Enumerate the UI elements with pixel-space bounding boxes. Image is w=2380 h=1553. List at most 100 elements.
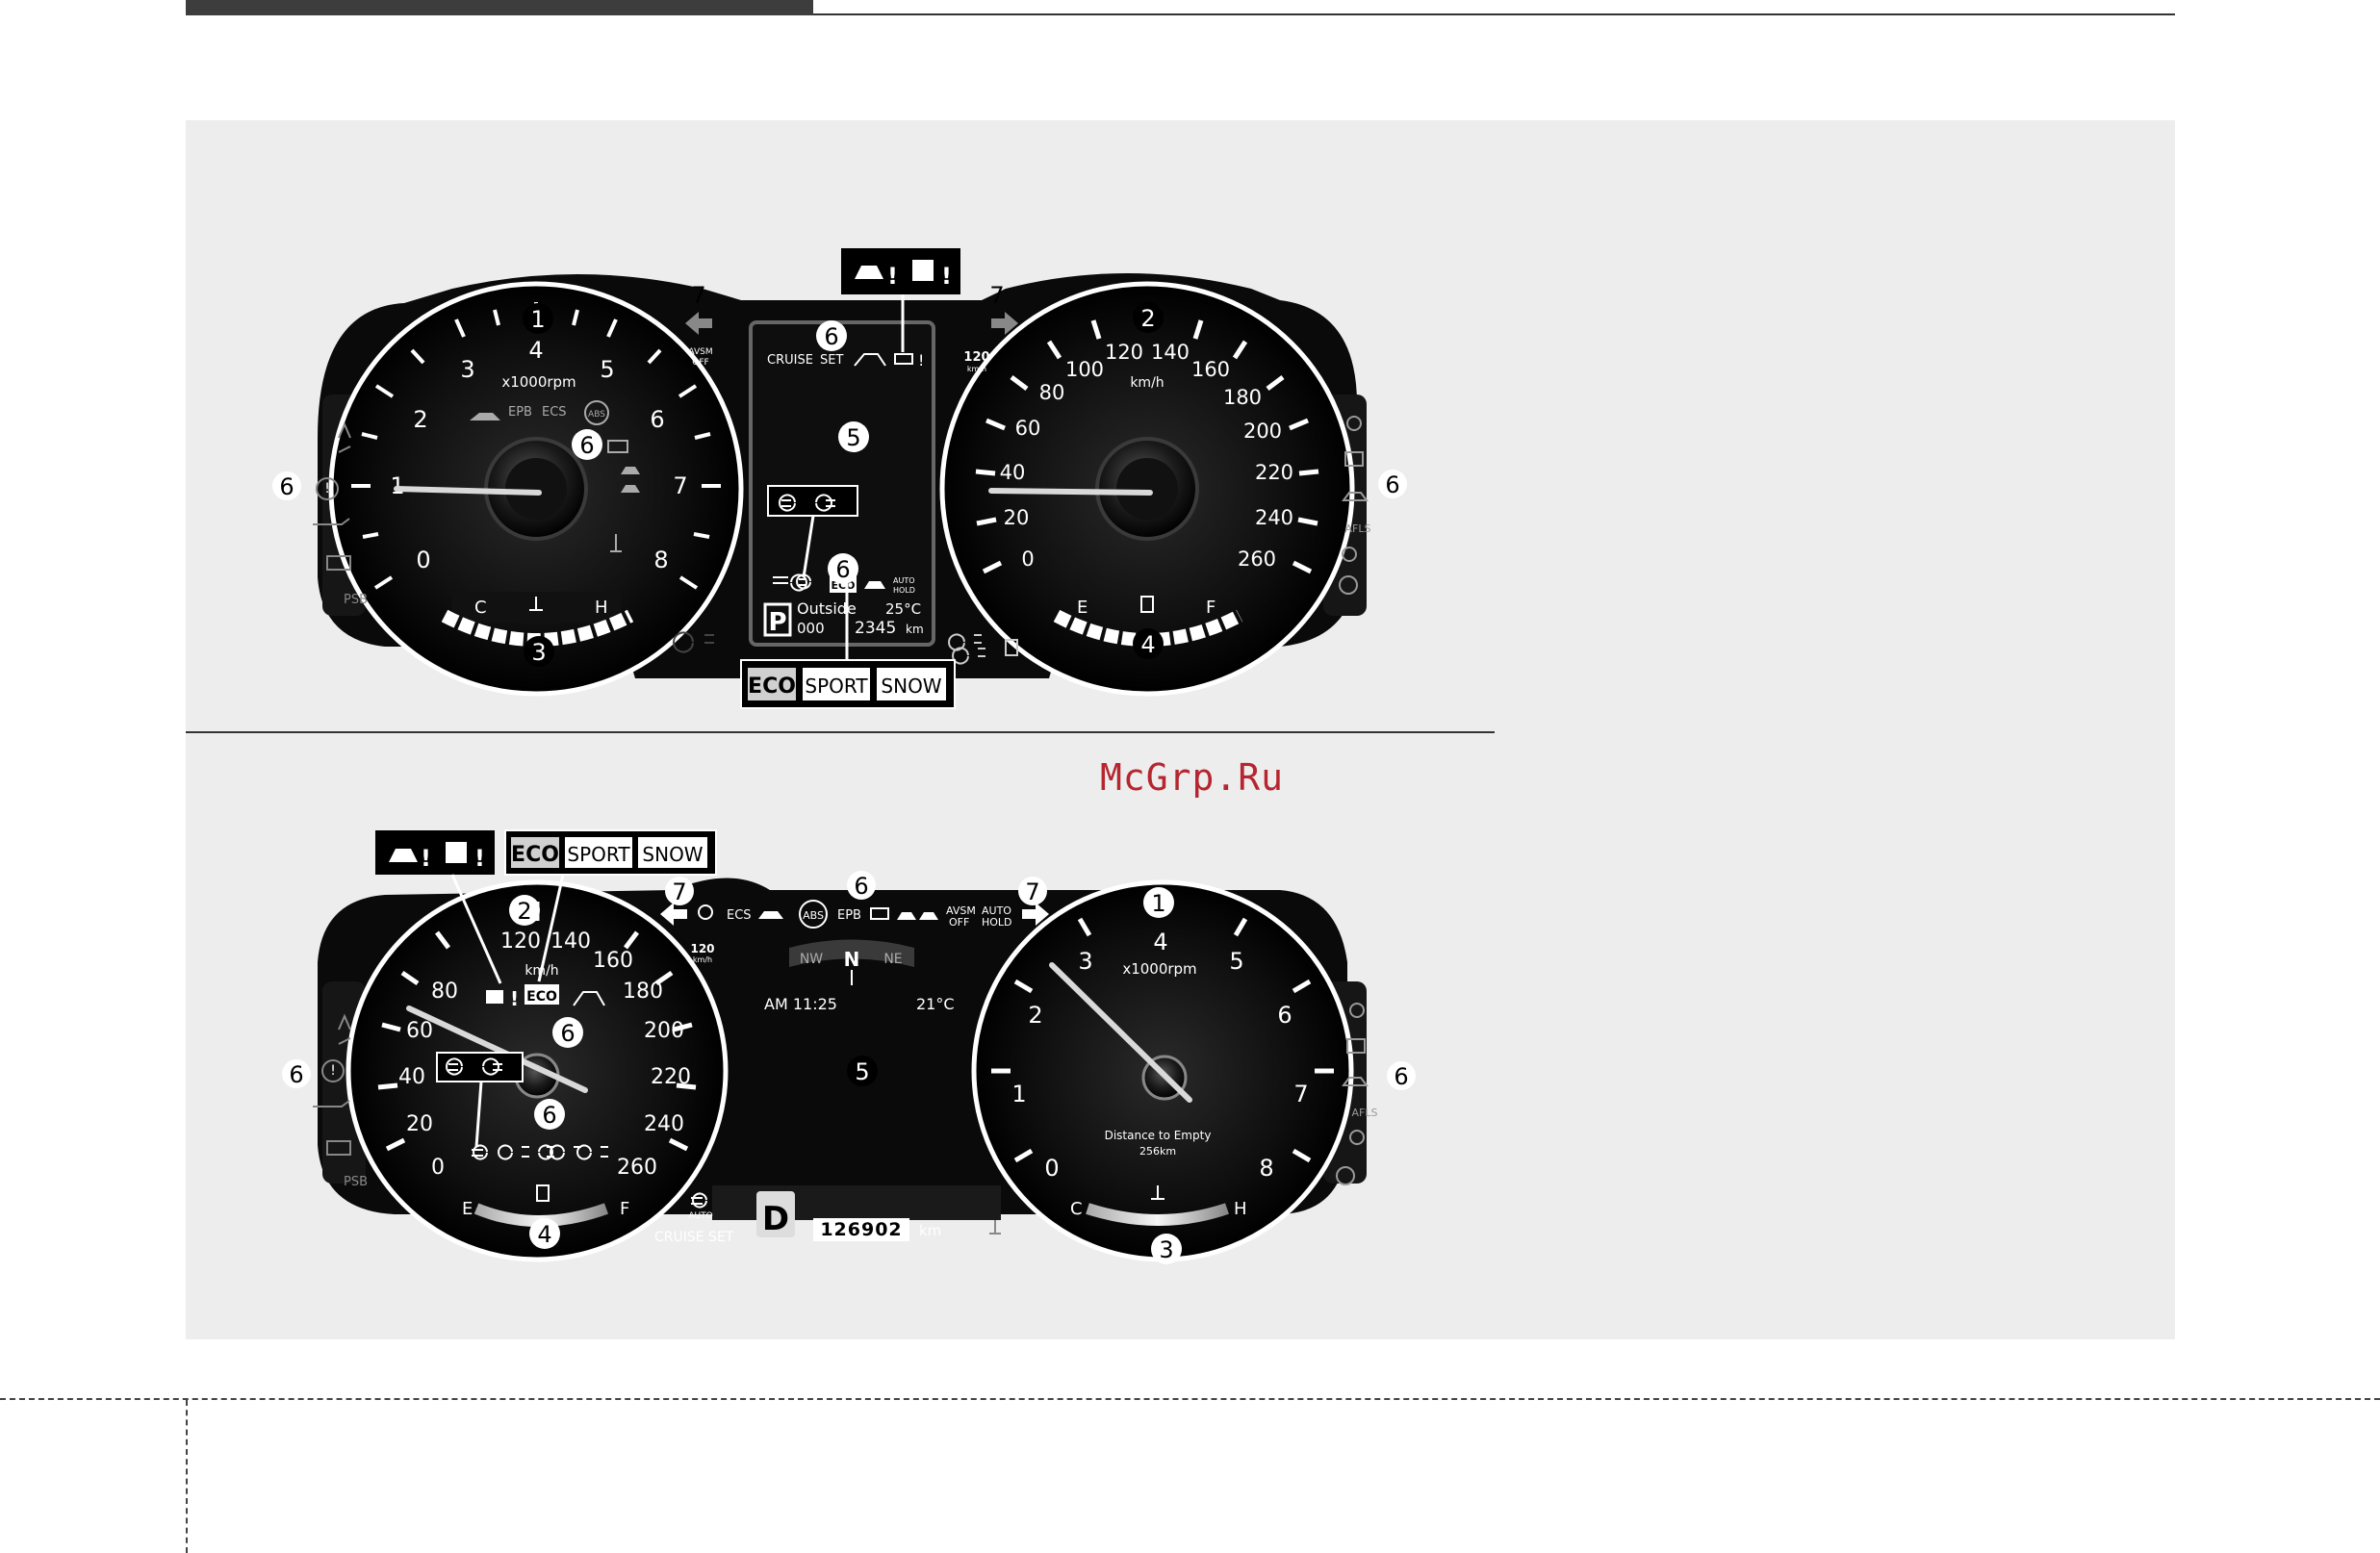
speed-b-tick-240: 240 xyxy=(644,1112,684,1136)
speedometer-needle xyxy=(988,488,1153,496)
seatbelt-icon xyxy=(338,421,351,453)
washer-icon xyxy=(698,904,713,920)
odometer-b-unit: km xyxy=(919,1222,941,1239)
tachometer-b-labels: 0 1 2 3 4 5 6 7 8 xyxy=(1011,929,1308,1182)
odometer-prefix: 000 xyxy=(797,620,825,637)
oil-pressure-icon xyxy=(313,518,350,525)
rpm-tick-0: 0 xyxy=(416,547,430,573)
speed-tick-0: 0 xyxy=(1021,547,1034,571)
tachometer-ticks xyxy=(351,302,721,590)
speed-unit-label: km/h xyxy=(1130,375,1164,391)
lane-warning-mark: ! xyxy=(918,351,924,369)
lane-departure-b-warning-mark: ! xyxy=(474,845,485,872)
avsm-b-label: AVSM xyxy=(946,904,976,917)
rpm-unit-label: x1000rpm xyxy=(501,373,576,391)
gear-b-indicator: D xyxy=(762,1200,789,1238)
speed-b-tick-140: 140 xyxy=(550,929,591,954)
fuel-b-pump-icon xyxy=(536,1184,550,1202)
auto-b-label: AUTO xyxy=(688,1211,712,1221)
callout-6-left: 6 xyxy=(279,473,294,500)
speed-b-tick-200: 200 xyxy=(644,1019,684,1043)
cluster-a: 0 1 2 3 4 5 6 7 8 x1000rpm EPB ECS ABS C… xyxy=(313,248,1370,709)
drive-mode-b-eco: ECO xyxy=(511,843,559,867)
compass-n: N xyxy=(844,948,860,971)
tachometer-b-needle xyxy=(1049,962,1192,1103)
cut-line-vertical xyxy=(186,1400,188,1553)
figure-divider xyxy=(186,731,1495,733)
callout-5: 5 xyxy=(846,424,860,451)
callout-2: 2 xyxy=(1140,305,1155,332)
rpm-b-tick-0: 0 xyxy=(1044,1155,1059,1182)
rpm-b-tick-8: 8 xyxy=(1259,1155,1273,1182)
temp-b-cold-label: C xyxy=(1070,1199,1083,1219)
seat-belt-reminder-b-icon xyxy=(1346,1038,1366,1054)
afls-b-indicator: AFLS xyxy=(1352,1107,1378,1119)
lane-assist-b-mark: ! xyxy=(510,987,519,1010)
right-turn-signal-icon xyxy=(991,312,1018,335)
rpm-b-unit: x1000rpm xyxy=(1122,960,1196,978)
outside-temperature: 25°C xyxy=(885,600,921,618)
callout-b-7-left: 7 xyxy=(672,878,686,905)
brake-warning-mark: ! xyxy=(324,481,330,496)
epb-indicator: EPB xyxy=(508,405,532,420)
callout-6-right: 6 xyxy=(1385,471,1399,498)
speed-tick-160: 160 xyxy=(1191,358,1230,381)
callout-b-1: 1 xyxy=(1151,890,1165,917)
airbag-b-icon xyxy=(1349,1003,1365,1018)
seat-belt-reminder-icon xyxy=(1344,451,1364,467)
outside-b-temperature: 21°C xyxy=(916,995,955,1013)
avsm-off-b-label: OFF xyxy=(949,916,969,929)
abs-indicator: ABS xyxy=(588,410,605,420)
speed-limit-unit: km/h xyxy=(967,365,986,373)
rpm-tick-1: 1 xyxy=(390,472,404,499)
eco-b-indicator: ECO xyxy=(526,989,557,1005)
abs-b-icon xyxy=(799,900,828,929)
esc-off-b-icon xyxy=(919,912,938,920)
speed-b-tick-120: 120 xyxy=(500,929,541,954)
watermark: McGrp.Ru xyxy=(1100,756,1285,799)
speed-b-tick-40: 40 xyxy=(398,1065,425,1089)
temp-hot-label: H xyxy=(595,598,608,618)
battery-b-icon xyxy=(326,1140,351,1156)
speed-tick-20: 20 xyxy=(1004,506,1030,529)
esc-icon xyxy=(621,467,640,493)
cut-line-horizontal xyxy=(0,1398,2380,1400)
tachometer-needle xyxy=(394,486,542,496)
callout-b-6-left: 6 xyxy=(289,1061,303,1088)
coolant-b-icon xyxy=(1151,1185,1164,1200)
headlight-b-mode-icon xyxy=(446,1057,502,1076)
rpm-b-tick-4: 4 xyxy=(1153,929,1167,955)
lane-departure-warning-mark: ! xyxy=(941,263,952,290)
tachometer-b-ticks xyxy=(991,897,1334,1163)
callout-b-6-lights: 6 xyxy=(542,1102,556,1129)
left-turn-signal-icon xyxy=(685,312,712,335)
compass-ne: NE xyxy=(883,952,902,967)
abs-icon xyxy=(584,400,609,425)
speed-tick-120: 120 xyxy=(1105,341,1143,364)
speed-b-tick-260: 260 xyxy=(617,1156,657,1180)
coolant-b-gauge-bar xyxy=(1086,1203,1229,1226)
auto-hold-car-icon xyxy=(864,581,885,589)
abs-b-indicator: ABS xyxy=(803,909,824,922)
auto-hold-b-auto: AUTO xyxy=(982,904,1011,917)
avsm-off-label: OFF xyxy=(692,358,708,368)
compass-nw: NW xyxy=(800,952,823,967)
tpms-icon xyxy=(1339,575,1358,595)
rpm-b-tick-3: 3 xyxy=(1078,948,1092,975)
lane-departure-b-warning-icon xyxy=(446,842,467,863)
speed-tick-200: 200 xyxy=(1243,420,1282,443)
fuel-full-label: F xyxy=(1206,598,1216,618)
headlight-mode-icon xyxy=(779,494,835,512)
speedometer-b-labels: 0 20 40 60 80 120 140 160 180 200 220 24… xyxy=(398,929,691,1180)
speed-tick-260: 260 xyxy=(1238,547,1276,571)
cluster-b: 0 20 40 60 80 120 140 160 180 200 220 24… xyxy=(313,829,1378,1262)
speed-tick-40: 40 xyxy=(1000,461,1026,484)
gear-indicator: P xyxy=(768,608,786,637)
rpm-tick-8: 8 xyxy=(653,547,668,573)
temp-cold-label: C xyxy=(474,598,487,618)
rpm-b-tick-1: 1 xyxy=(1011,1081,1026,1107)
cruise-set-b-label: CRUISE SET xyxy=(654,1230,734,1245)
speedometer-labels: 0 20 40 60 80 100 120 140 160 180 200 22… xyxy=(1000,341,1293,571)
fuel-pump-icon xyxy=(1140,596,1154,613)
